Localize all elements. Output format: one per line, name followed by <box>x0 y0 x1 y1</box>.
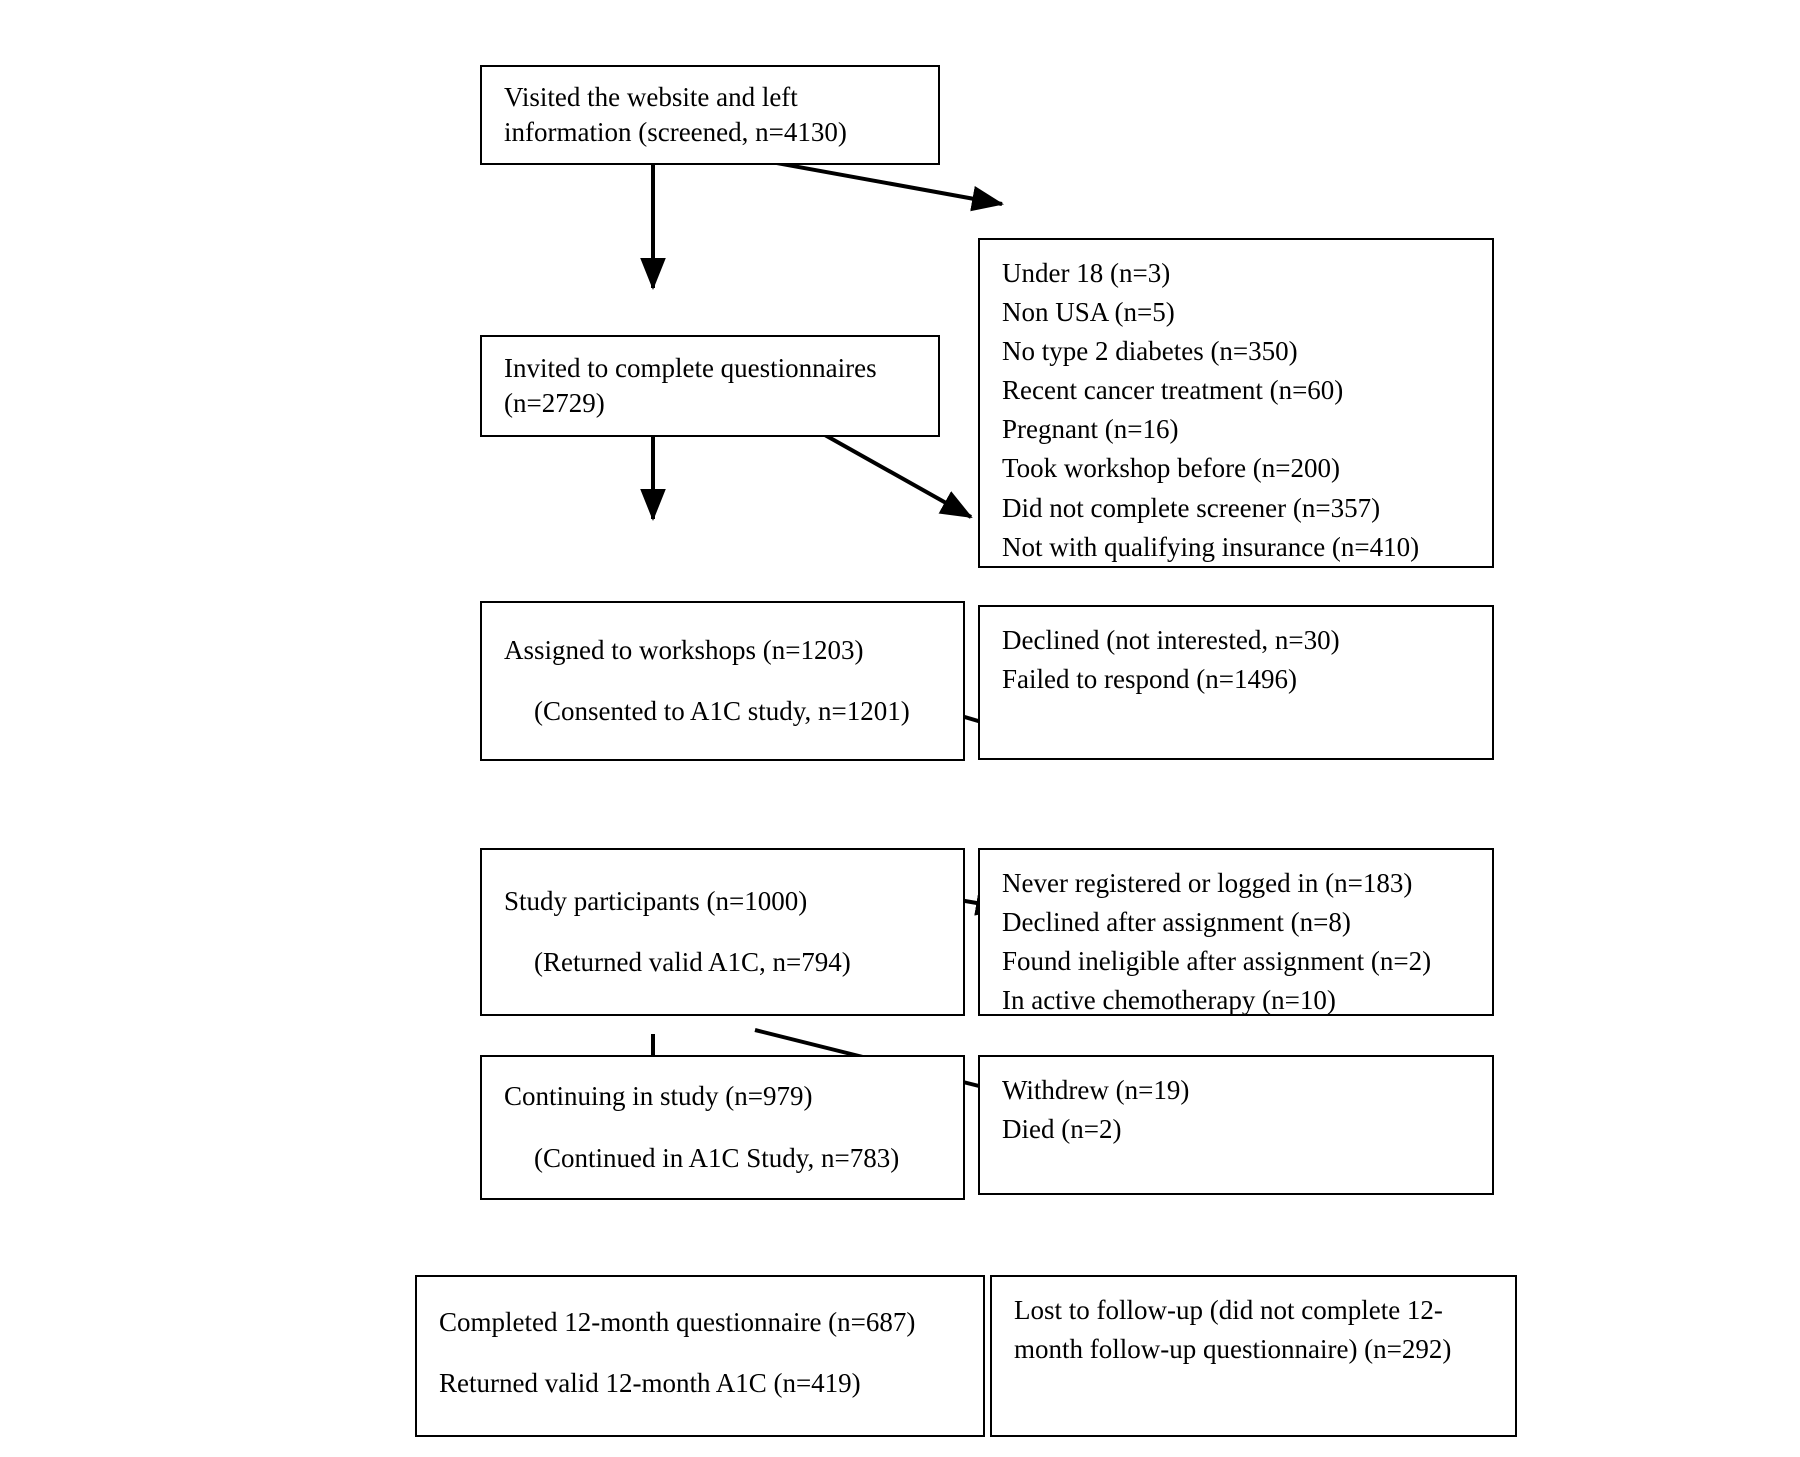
exclusion-line: Declined after assignment (n=8) <box>1002 907 1351 938</box>
exclusion-line: Never registered or logged in (n=183) <box>1002 868 1413 898</box>
node-line: (Continued in A1C Study, n=783) <box>534 1142 900 1173</box>
node-line: Visited the website and left <box>504 81 798 112</box>
exclusion-line: Failed to respond (n=1496) <box>1002 664 1297 695</box>
node-line: Completed 12-month questionnaire (n=687) <box>439 1307 916 1337</box>
exclusion-line: month follow-up questionnaire) (n=292) <box>1014 1334 1452 1365</box>
node-line: information (screened, n=4130) <box>504 117 847 147</box>
node-assigned-to-workshops: Assigned to workshops (n=1203) (Consente… <box>480 601 965 761</box>
exclusion-line: Recent cancer treatment (n=60) <box>1002 375 1344 406</box>
node-line: (Consented to A1C study, n=1201) <box>534 696 910 726</box>
node-withdrew-or-died: Withdrew (n=19) Died (n=2) <box>978 1055 1494 1195</box>
exclusion-line: Took workshop before (n=200) <box>1002 453 1341 484</box>
exclusion-line: Did not complete screener (n=357) <box>1002 492 1381 523</box>
exclusion-line: Not with qualifying insurance (n=410) <box>1002 531 1420 562</box>
node-continuing-in-study: Continuing in study (n=979) (Continued i… <box>480 1055 965 1200</box>
node-visited-website-screened: Visited the website and left information… <box>480 65 940 165</box>
node-excluded-at-screening: Under 18 (n=3) Non USA (n=5) No type 2 d… <box>978 238 1494 568</box>
exclusion-line: In active chemotherapy (n=10) <box>1002 985 1336 1016</box>
node-declined-or-failed-to-respond: Declined (not interested, n=30) Failed t… <box>978 605 1494 760</box>
exclusion-line: Found ineligible after assignment (n=2) <box>1002 946 1432 977</box>
node-line: Invited to complete questionnaires <box>504 352 877 383</box>
node-line: (Returned valid A1C, n=794) <box>534 947 851 977</box>
node-line: (n=2729) <box>504 388 605 418</box>
exclusion-line: Non USA (n=5) <box>1002 297 1175 328</box>
exclusion-line: Died (n=2) <box>1002 1114 1122 1145</box>
arrow-screened-to-excluded <box>759 158 1004 212</box>
exclusion-line: Under 18 (n=3) <box>1002 258 1171 288</box>
node-invited-to-complete-questionnaires: Invited to complete questionnaires (n=27… <box>480 335 940 437</box>
node-never-registered-or-excluded-after-assignment: Never registered or logged in (n=183) De… <box>978 848 1494 1016</box>
node-study-participants: Study participants (n=1000) (Returned va… <box>480 848 965 1016</box>
exclusion-line: Withdrew (n=19) <box>1002 1075 1190 1105</box>
node-line: Continuing in study (n=979) <box>504 1081 813 1112</box>
exclusion-line: Pregnant (n=16) <box>1002 414 1179 445</box>
node-line: Study participants (n=1000) <box>504 885 808 916</box>
exclusion-line: No type 2 diabetes (n=350) <box>1002 336 1298 367</box>
exclusion-line: Declined (not interested, n=30) <box>1002 625 1340 655</box>
exclusion-line: Lost to follow-up (did not complete 12- <box>1014 1295 1443 1325</box>
node-completed-12-month-questionnaire: Completed 12-month questionnaire (n=687)… <box>415 1275 985 1437</box>
node-lost-to-follow-up: Lost to follow-up (did not complete 12- … <box>990 1275 1517 1437</box>
node-line: Assigned to workshops (n=1203) <box>504 634 864 665</box>
node-line: Returned valid 12-month A1C (n=419) <box>439 1368 861 1399</box>
